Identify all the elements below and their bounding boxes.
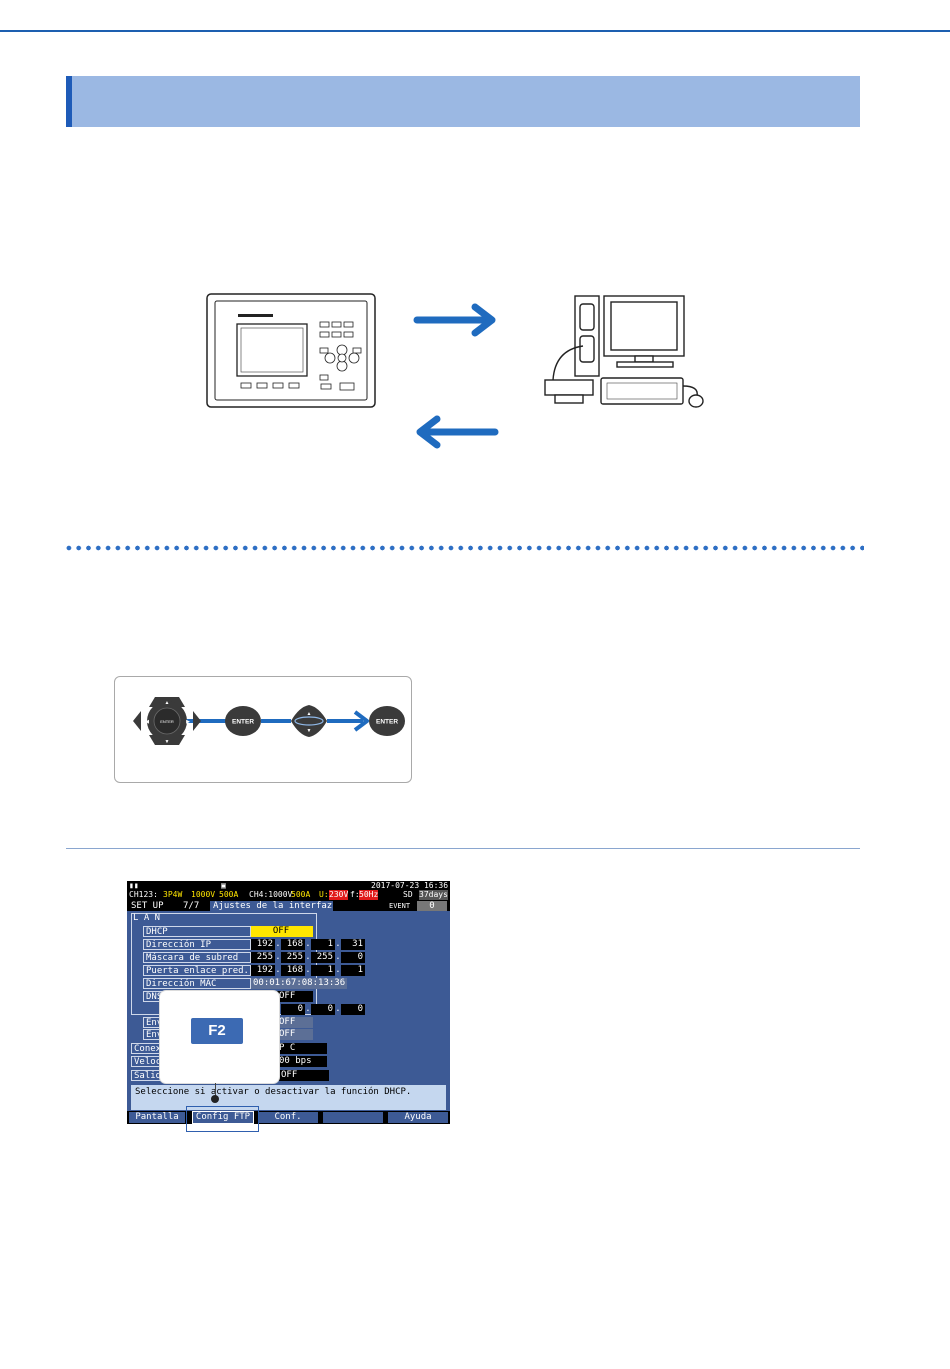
dhcp-label: DHCP xyxy=(143,926,251,937)
u-label: U: xyxy=(319,890,329,899)
datetime: 2017-07-23 16:36:18 xyxy=(371,881,450,890)
gateway-octet-2[interactable]: 168 xyxy=(281,965,305,976)
f-value: 50Hz xyxy=(359,890,379,900)
mac-label: Dirección MAC xyxy=(143,978,251,989)
f2-key-label: F2 xyxy=(191,1018,243,1044)
section-rule xyxy=(66,848,860,849)
enter-key-icon xyxy=(225,706,261,736)
fkey-conf-correo[interactable]: Conf. correo xyxy=(258,1112,318,1124)
computer-icon xyxy=(544,295,704,408)
dotted-separator xyxy=(64,545,864,551)
tab-title: Ajustes de la interfaz xyxy=(210,901,333,911)
conex-value[interactable]: P C xyxy=(277,1043,327,1054)
env2-value[interactable]: OFF xyxy=(277,1029,313,1040)
svg-text:◀: ◀ xyxy=(145,719,149,725)
cursor-keys-icon: ENTER ▲ ▼ ◀ ▶ xyxy=(133,697,201,745)
enter-key-label-2: ENTER xyxy=(376,719,398,726)
gateway-octet-3[interactable]: 1 xyxy=(311,965,335,976)
svg-text:▶: ▶ xyxy=(186,719,190,725)
battery-icon: ▮▮ xyxy=(129,881,139,890)
svg-text:▲: ▲ xyxy=(165,700,170,706)
lan-header: L A N xyxy=(133,913,161,923)
voltage-range: 1000V xyxy=(191,890,216,899)
fkey-pantalla[interactable]: Pantalla xyxy=(129,1112,185,1123)
env1-value[interactable]: OFF xyxy=(277,1017,313,1028)
current-range: 500A xyxy=(219,890,239,899)
dns-octet-4[interactable]: 0 xyxy=(341,1004,365,1015)
callout-highlight xyxy=(186,1106,259,1132)
event-count: 0 xyxy=(417,901,447,911)
setup-label: SET UP xyxy=(131,901,164,911)
enter-key-icon-2 xyxy=(369,706,405,736)
arrow-left-icon xyxy=(416,415,499,449)
dhcp-value[interactable]: OFF xyxy=(251,926,313,937)
u-value: 230V xyxy=(329,890,349,900)
mask-label: Máscara de subred xyxy=(143,952,251,963)
status-line-1: ▮▮ ▣ 2017-07-23 16:36:18 xyxy=(129,881,450,890)
dns-value[interactable]: OFF xyxy=(277,991,313,1002)
wiring-value: 3P4W xyxy=(163,890,183,899)
dns-octet-3[interactable]: 0 xyxy=(311,1004,335,1015)
ip-octet-4[interactable]: 31 xyxy=(341,939,365,950)
ip-label: Dirección IP xyxy=(143,939,251,950)
instrument-icon xyxy=(206,293,376,408)
f-label: f: xyxy=(350,890,360,899)
enter-key-label-1: ENTER xyxy=(232,719,254,726)
up-down-keys-icon: ▲ ▼ xyxy=(291,705,327,737)
ip-octet-1[interactable]: 192 xyxy=(251,939,275,950)
fkey-config-ftp[interactable]: Config FTP xyxy=(192,1111,254,1124)
salida-value[interactable]: OFF xyxy=(277,1070,329,1081)
heading-marker xyxy=(66,76,72,127)
sd-icon: ▣ xyxy=(221,881,226,890)
event-label: EVENT xyxy=(389,902,411,910)
gateway-octet-1[interactable]: 192 xyxy=(251,965,275,976)
svg-text:▼: ▼ xyxy=(165,739,170,745)
callout-line xyxy=(215,1083,216,1099)
fkey-empty[interactable] xyxy=(323,1112,383,1123)
gateway-label: Puerta enlace pred. xyxy=(143,965,251,976)
ch4-label: CH4:1000V xyxy=(249,890,293,899)
mask-octet-3[interactable]: 255 xyxy=(311,952,335,963)
svg-text:▲: ▲ xyxy=(307,711,312,717)
fkey-ayuda[interactable]: Ayuda xyxy=(388,1112,448,1123)
sd-label: SD xyxy=(403,890,413,899)
days-remaining: 37days xyxy=(419,890,448,900)
channel-label: CH123: xyxy=(129,890,158,899)
ip-octet-3[interactable]: 1 xyxy=(311,939,335,950)
callout-dot xyxy=(211,1095,219,1103)
svg-text:▼: ▼ xyxy=(307,728,312,734)
status-line-2: CH123: 3P4W 1000V 500A CH4:1000V 500A U:… xyxy=(129,890,448,900)
veloc-value[interactable]: 00 bps xyxy=(277,1056,327,1067)
f2-callout: F2 xyxy=(160,991,279,1083)
key-sequence-diagram: ENTER ▲ ▼ ◀ ▶ ENTER ▲ ▼ ENTER xyxy=(133,697,405,745)
help-text: Seleccione si activar o desactivar la fu… xyxy=(131,1085,446,1110)
key-sequence-box: ENTER ▲ ▼ ◀ ▶ ENTER ▲ ▼ ENTER xyxy=(114,676,412,783)
mask-octet-2[interactable]: 255 xyxy=(281,952,305,963)
dns-octet-2[interactable]: 0 xyxy=(281,1004,305,1015)
section-heading-band xyxy=(66,76,860,127)
gateway-octet-4[interactable]: 1 xyxy=(341,965,365,976)
ip-octet-2[interactable]: 168 xyxy=(281,939,305,950)
connection-diagram xyxy=(206,293,704,449)
ch4-current: 500A xyxy=(291,890,311,899)
sequence-arrowhead xyxy=(353,710,369,732)
page-indicator: 7/7 xyxy=(183,901,200,911)
enter-small-label: ENTER xyxy=(160,719,174,724)
arrow-right-icon xyxy=(413,303,496,337)
top-rule xyxy=(0,30,950,32)
mac-value: 00:01:67:08:13:36 xyxy=(251,978,347,989)
mask-octet-4[interactable]: 0 xyxy=(341,952,365,963)
mask-octet-1[interactable]: 255 xyxy=(251,952,275,963)
